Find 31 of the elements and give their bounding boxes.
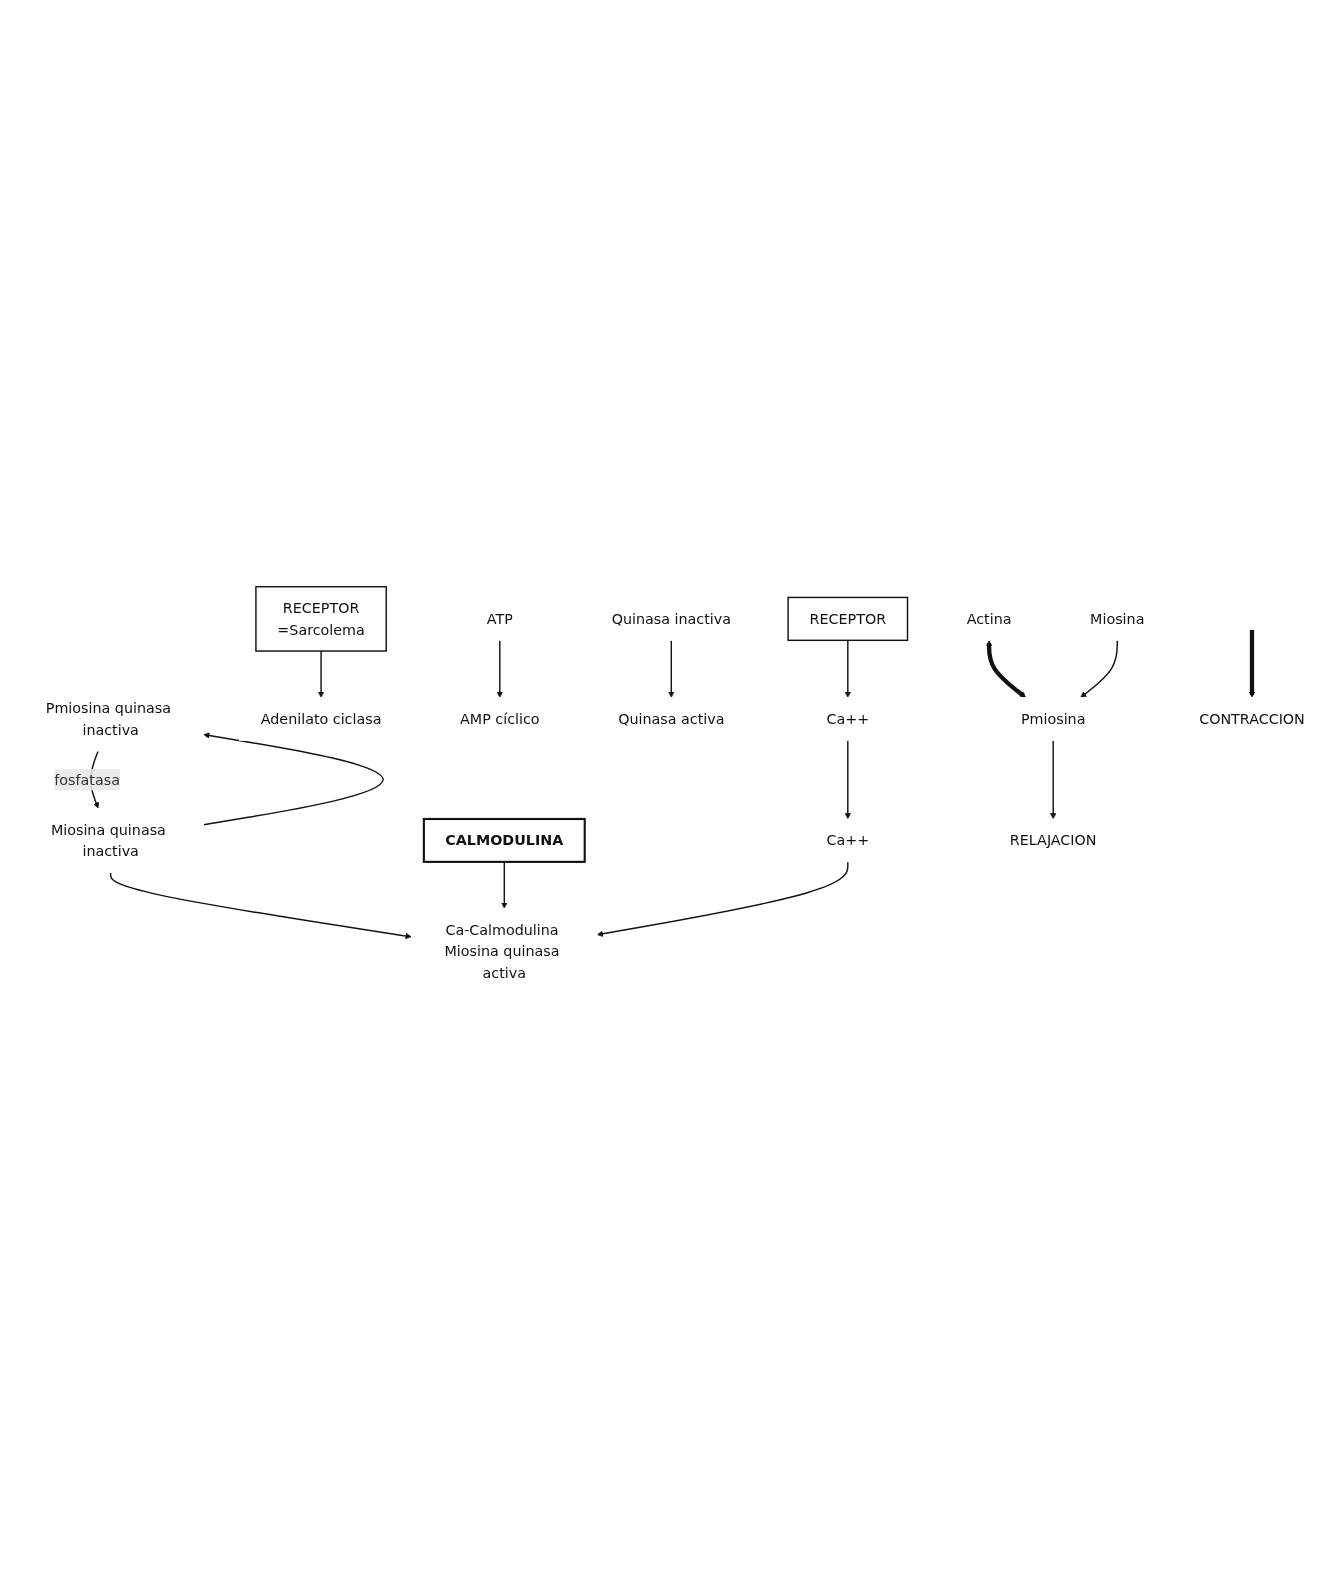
arrow — [202, 732, 384, 826]
node-box: RECEPTOR =Sarcolema — [254, 585, 387, 652]
node-text: CONTRACCION — [1198, 709, 1305, 728]
node-text: Ca-Calmodulina Miosina quinasa activa — [444, 920, 559, 981]
node-text: Ca++ — [825, 709, 869, 728]
node-box: RECEPTOR — [786, 596, 908, 641]
node-text: Miosina — [1089, 609, 1144, 628]
arrow — [1248, 629, 1255, 698]
node-text: Quinasa inactiva — [611, 609, 731, 628]
arrow — [1079, 639, 1118, 698]
node-text: Adenilato ciclasa — [260, 709, 381, 728]
arrow — [109, 871, 412, 939]
node-text: Pmiosina — [1020, 709, 1085, 728]
arrow — [844, 639, 851, 698]
arrow — [985, 639, 1026, 698]
node-text: RELAJACION — [1009, 831, 1097, 849]
arrow — [1049, 739, 1056, 819]
node-text: Miosina quinasa inactiva — [50, 820, 166, 860]
arrow — [844, 739, 851, 819]
node-text: Pmiosina quinasa inactiva — [45, 699, 171, 738]
node-text: Ca++ — [825, 831, 869, 849]
edge-label: fosfatasa — [53, 770, 120, 788]
arrow — [317, 649, 324, 698]
node-text: ATP — [486, 609, 513, 628]
arrow — [667, 639, 674, 698]
node-text: AMP cíclico — [459, 709, 540, 728]
node-text: Actina — [966, 609, 1011, 628]
arrow — [596, 860, 849, 937]
arrow — [496, 639, 503, 698]
node-text: Quinasa activa — [617, 709, 724, 728]
node-box: CALMODULINA — [422, 817, 586, 863]
